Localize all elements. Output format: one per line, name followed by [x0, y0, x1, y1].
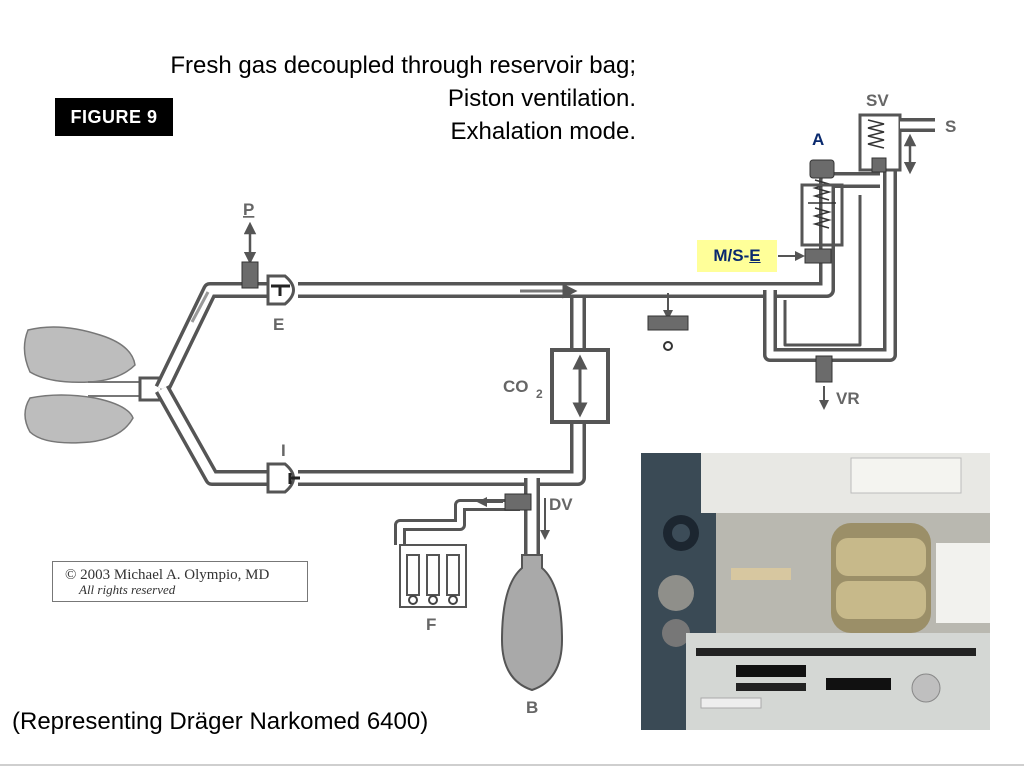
mse-label-underlined: E: [749, 246, 761, 265]
label-co2: CO: [503, 377, 529, 396]
lung-lower: [24, 394, 134, 444]
spill-valve-body: [858, 113, 902, 172]
machine-photo-image: [641, 453, 990, 730]
bottom-rule: [0, 764, 1024, 766]
copyright-line-2: All rights reserved: [79, 582, 176, 597]
relief-valve-knob: [663, 341, 673, 351]
apl-valve-body: [800, 183, 844, 247]
machine-photo: [641, 453, 990, 730]
circuit-tubing: [154, 165, 897, 555]
label-i: I: [281, 441, 286, 460]
figure-badge: FIGURE 9: [55, 98, 173, 136]
apl-knob: [809, 159, 835, 179]
title-line-2: Piston ventilation.: [447, 85, 636, 112]
label-a: A: [812, 130, 824, 149]
title-line-3: Exhalation mode.: [450, 118, 636, 145]
label-sv: SV: [866, 91, 889, 110]
flow-arrow-exp: [190, 291, 210, 323]
mse-valve: [804, 248, 832, 264]
label-co2-sub: 2: [536, 387, 543, 401]
lung-upper: [23, 326, 136, 384]
caption: (Representing Dräger Narkomed 6400): [12, 708, 429, 735]
title-line-1: Fresh gas decoupled through reservoir ba…: [170, 52, 636, 79]
label-e: E: [273, 315, 284, 334]
vent-relief-valve: [815, 355, 833, 383]
label-vr: VR: [836, 389, 860, 408]
relief-valve: [647, 315, 689, 331]
mse-label-prefix: M/S-: [713, 246, 750, 265]
label-dv: DV: [549, 495, 573, 514]
label-s: S: [945, 117, 956, 136]
copyright-box: © 2003 Michael A. Olympio, MD All rights…: [52, 561, 308, 602]
label-f: F: [426, 615, 436, 634]
copyright-line-1: © 2003 Michael A. Olympio, MD: [65, 567, 270, 583]
mse-highlight-label: M/S-E: [697, 240, 777, 272]
label-p: P: [243, 200, 254, 219]
reservoir-bag: [500, 554, 564, 692]
inspiratory-valve: [266, 462, 295, 494]
decoupling-valve: [504, 493, 532, 511]
pressure-sensor: [241, 261, 259, 289]
trachea: [88, 381, 140, 397]
flowmeters: [399, 544, 467, 608]
label-b: B: [526, 698, 538, 717]
